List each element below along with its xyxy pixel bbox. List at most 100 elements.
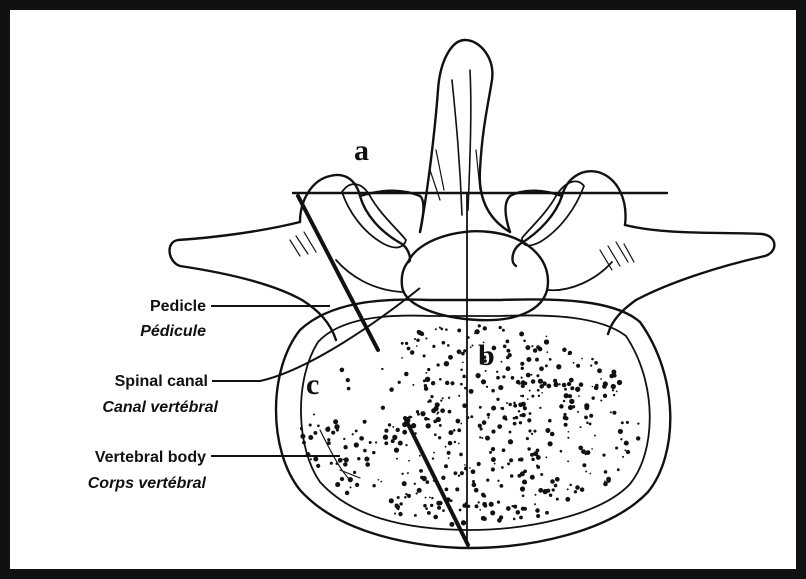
- letter-b: b: [478, 339, 495, 372]
- stipple-dot: [546, 336, 548, 338]
- stipple-dot: [472, 483, 477, 488]
- stipple-dot: [425, 337, 427, 339]
- stipple-dot: [570, 386, 574, 390]
- stipple-dot: [389, 498, 394, 503]
- stipple-dot: [404, 496, 407, 499]
- stipple-dot: [564, 388, 567, 391]
- stipple-dot: [595, 384, 598, 387]
- stipple-dot: [471, 344, 473, 346]
- stipple-dot: [397, 496, 400, 499]
- stipple-dot: [498, 385, 503, 390]
- stipple-dot: [567, 460, 569, 462]
- stipple-dot: [499, 326, 502, 329]
- stipple-dot: [398, 441, 403, 446]
- stipple-dot: [316, 464, 320, 468]
- stipple-dot: [432, 345, 435, 348]
- stipple-dot: [555, 381, 558, 384]
- stipple-dot: [333, 419, 338, 424]
- stipple-dot: [435, 402, 440, 407]
- stipple-dot: [445, 381, 449, 385]
- label-pedicle-en: Pedicle: [150, 298, 206, 315]
- stipple-dot: [487, 413, 491, 417]
- stipple-dot: [589, 473, 591, 475]
- stipple-dot: [615, 446, 618, 449]
- stipple-dot: [533, 348, 537, 352]
- stipple-dot: [474, 488, 479, 493]
- stipple-dot: [491, 389, 495, 393]
- stipple-dot: [589, 414, 593, 418]
- stipple-dot: [433, 419, 437, 423]
- stipple-dot: [550, 432, 555, 437]
- stipple-dot: [489, 502, 494, 507]
- stipple-dot: [562, 348, 566, 352]
- stipple-dot: [440, 399, 442, 401]
- stipple-dot: [380, 481, 382, 483]
- stipple-dot: [489, 451, 492, 454]
- stipple-dot: [575, 485, 580, 490]
- stipple-dot: [394, 513, 396, 515]
- stipple-dot: [477, 462, 481, 466]
- stipple-dot: [618, 429, 623, 434]
- stipple-dot: [327, 426, 329, 428]
- stipple-dot: [535, 358, 539, 362]
- stipple-dot: [300, 434, 305, 439]
- stipple-dot: [343, 438, 345, 440]
- stipple-dot: [510, 474, 513, 477]
- stipple-dot: [422, 476, 427, 481]
- stipple-dot: [513, 402, 516, 405]
- stipple-dot: [445, 446, 447, 448]
- stipple-dot: [331, 431, 335, 435]
- stipple-dot: [338, 458, 343, 463]
- stipple-dot: [523, 406, 527, 410]
- stipple-dot: [411, 416, 413, 418]
- stipple-dot: [481, 516, 486, 521]
- stipple-dot: [454, 441, 456, 443]
- stipple-dot: [621, 421, 624, 424]
- stipple-dot: [300, 427, 303, 430]
- stipple-dot: [526, 357, 531, 362]
- stipple-dot: [460, 369, 463, 372]
- stipple-dot: [501, 466, 504, 469]
- stipple-dot: [578, 446, 583, 451]
- stipple-dot: [540, 473, 543, 476]
- stipple-dot: [586, 450, 591, 455]
- stipple-dot: [470, 346, 472, 348]
- stipple-dot: [530, 475, 535, 480]
- stipple-dot: [502, 375, 505, 378]
- stipple-dot: [603, 482, 608, 487]
- stipple-dot: [591, 358, 594, 361]
- stipple-dot: [527, 398, 529, 400]
- stipple-dot: [585, 471, 587, 473]
- stipple-dot: [365, 462, 370, 467]
- stipple-dot: [556, 364, 561, 369]
- stipple-dot: [558, 383, 560, 385]
- stipple-dot: [347, 387, 351, 391]
- stipple-dot: [425, 507, 428, 510]
- stipple-dot: [310, 458, 312, 460]
- stipple-dot: [348, 477, 353, 482]
- stipple-dot: [520, 486, 525, 491]
- stipple-dot: [560, 450, 563, 453]
- stipple-dot: [520, 362, 524, 366]
- stipple-dot: [579, 382, 584, 387]
- stipple-dot: [569, 484, 572, 487]
- stipple-dot: [405, 342, 408, 345]
- stipple-dot: [378, 479, 380, 481]
- stipple-dot: [354, 442, 359, 447]
- stipple-dot: [549, 358, 552, 361]
- stipple-dot: [420, 411, 425, 416]
- stipple-dot: [612, 373, 616, 377]
- stipple-dot: [482, 502, 487, 507]
- stipple-dot: [616, 391, 618, 393]
- stipple-dot: [431, 408, 436, 413]
- stipple-dot: [445, 328, 448, 331]
- stipple-dot: [479, 436, 481, 438]
- stipple-dot: [416, 345, 418, 347]
- stipple-dot: [481, 437, 483, 439]
- stipple-dot: [402, 430, 407, 435]
- stipple-dot: [481, 379, 486, 384]
- stipple-dot: [433, 452, 435, 454]
- stipple-dot: [478, 501, 480, 503]
- stipple-dot: [407, 494, 411, 498]
- stipple-dot: [519, 332, 524, 337]
